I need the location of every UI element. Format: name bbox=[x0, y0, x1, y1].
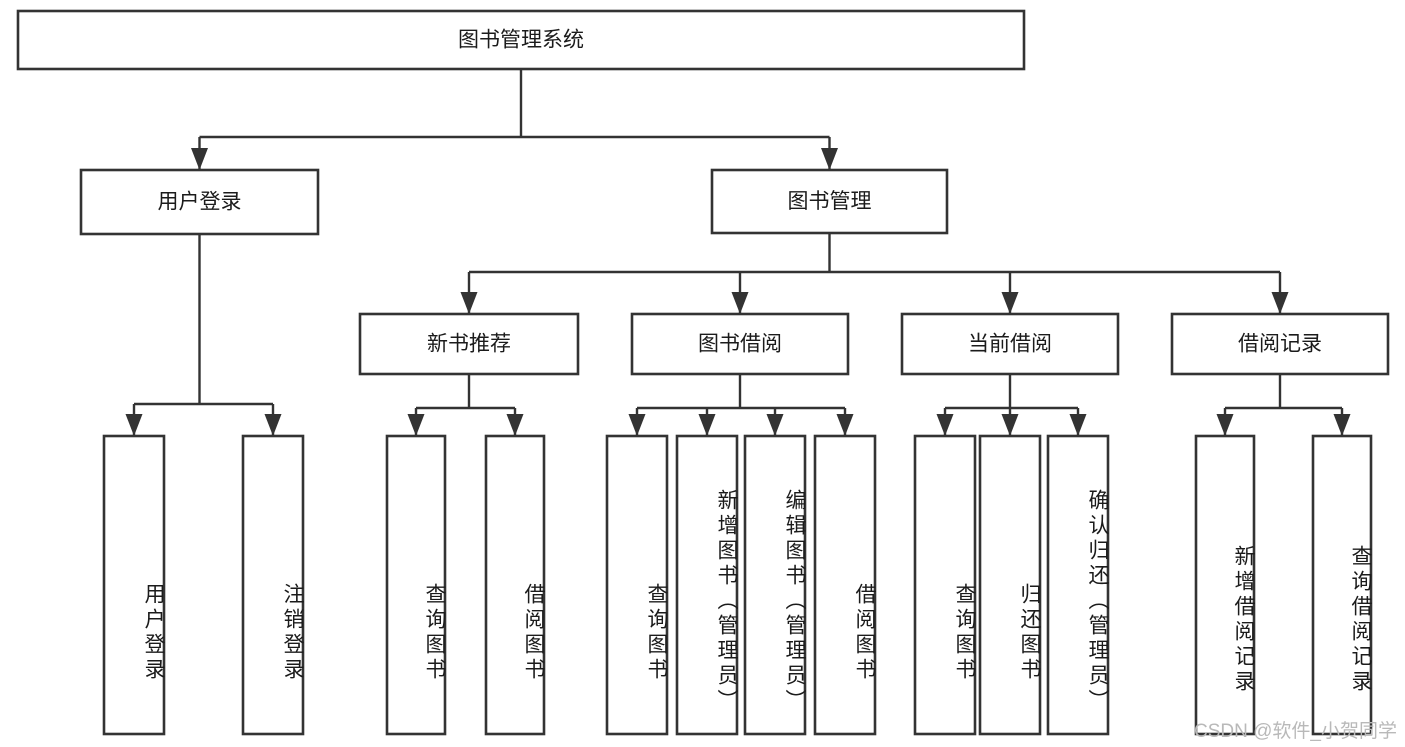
node-box-l3_0[interactable] bbox=[358, 312, 580, 376]
watermark-text: CSDN @软件_小贺同学 bbox=[1194, 721, 1397, 742]
node-box-l2_1[interactable] bbox=[710, 168, 949, 235]
node-box-leaf_3[interactable] bbox=[484, 434, 546, 736]
node-box-leaf_11[interactable] bbox=[1194, 434, 1256, 736]
node-label-l2_0: 用户登录 bbox=[158, 191, 242, 214]
node-box-leaf_6[interactable] bbox=[743, 434, 807, 736]
node-box-l3_2[interactable] bbox=[900, 312, 1120, 376]
node-box-root[interactable] bbox=[16, 9, 1026, 71]
node-box-leaf_4[interactable] bbox=[605, 434, 669, 736]
node-box-l3_1[interactable] bbox=[630, 312, 850, 376]
node-box-leaf_0[interactable] bbox=[102, 434, 166, 736]
node-box-leaf_1[interactable] bbox=[241, 434, 305, 736]
node-box-l2_0[interactable] bbox=[79, 168, 320, 236]
node-box-leaf_7[interactable] bbox=[813, 434, 877, 736]
node-box-leaf_10[interactable] bbox=[1046, 434, 1110, 736]
node-box-leaf_5[interactable] bbox=[675, 434, 739, 736]
node-label-l2_1: 图书管理 bbox=[788, 190, 872, 213]
node-label-root: 图书管理系统 bbox=[458, 29, 584, 52]
connector-layer bbox=[125, 69, 1351, 436]
node-box-leaf_12[interactable] bbox=[1311, 434, 1373, 736]
node-label-l3_1: 图书借阅 bbox=[698, 333, 782, 356]
node-label-l3_0: 新书推荐 bbox=[427, 333, 511, 356]
node-label-l3_2: 当前借阅 bbox=[968, 333, 1052, 356]
node-label-l3_3: 借阅记录 bbox=[1238, 333, 1322, 356]
node-box-leaf_9[interactable] bbox=[978, 434, 1042, 736]
node-box-layer bbox=[16, 9, 1390, 736]
node-box-leaf_2[interactable] bbox=[385, 434, 447, 736]
node-box-l3_3[interactable] bbox=[1170, 312, 1390, 376]
node-box-leaf_8[interactable] bbox=[913, 434, 977, 736]
